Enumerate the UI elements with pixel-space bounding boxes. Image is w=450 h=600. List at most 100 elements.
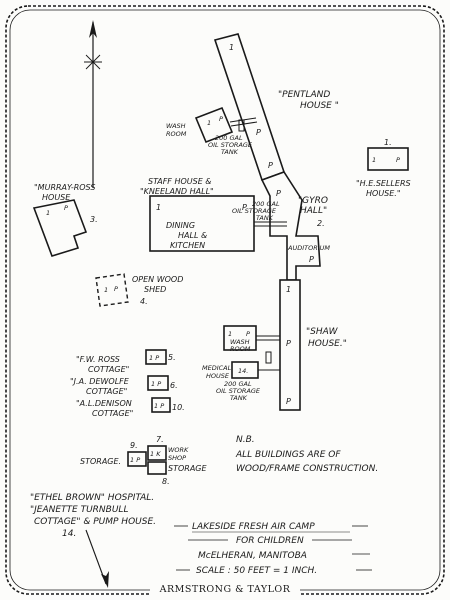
title-line-2: FOR CHILDREN: [236, 536, 304, 546]
fw-ross-number: 5.: [168, 353, 176, 362]
murray-letter-1: 1: [46, 209, 50, 217]
murray-label-2: HOUSE: [42, 193, 71, 202]
hospital-line-1: "ETHEL BROWN" HOSPITAL.: [30, 493, 154, 503]
hospital-line-2: "JEANETTE TURNBULL: [30, 505, 128, 515]
workshop-label-2: SHOP: [168, 454, 186, 462]
murray-label-1: "MURRAY-ROSS: [34, 183, 95, 192]
pentland-letter-1: 1: [229, 43, 234, 52]
storage-cluster: 1 P STORAGE. 9. 1 K 7. WORK SHOP STORAGE…: [80, 435, 207, 486]
sellers-letter-2: P: [396, 156, 400, 164]
tank-south-label-3: TANK: [230, 394, 248, 402]
tank-north-label-2: OIL STORAGE: [208, 141, 253, 149]
tank-north-label-1: 200 GAL: [215, 134, 243, 142]
oil-tank-south: 200 GAL OIL STORAGE TANK: [216, 351, 272, 402]
storage-east-number: 8.: [162, 477, 170, 486]
open-wood-shed: 1 P OPEN WOOD SHED 4.: [95, 273, 183, 307]
tank-south-label-2: OIL STORAGE: [216, 387, 261, 395]
gyro-label-1: "GYRO: [298, 196, 328, 206]
denison-number: 10.: [172, 403, 185, 412]
nb-label: N.B.: [236, 435, 255, 445]
hospital-number: 14.: [62, 529, 76, 539]
tank-mid-label-2: OIL STORAGE: [232, 207, 277, 215]
sellers-letter-1: 1: [372, 156, 376, 164]
gyro-letter-2: P: [309, 255, 314, 264]
wash-south-letter-2: P: [246, 330, 250, 338]
sellers-label-1: "H.E.SELLERS: [356, 179, 411, 188]
wash-room-north: 1 P WASH ROOM: [166, 106, 258, 144]
hospital-note: "ETHEL BROWN" HOSPITAL. "JEANETTE TURNBU…: [30, 493, 156, 539]
wash-room-south: 1 P WASH ROOM: [223, 325, 280, 353]
border-dashed: [5, 5, 445, 595]
storage-west-number: 9.: [130, 441, 138, 450]
wash-north-letter-1: 1: [207, 119, 211, 127]
shaw-label-1: "SHAW: [306, 327, 339, 337]
footer-mask: [150, 583, 300, 595]
border-inner: [9, 9, 441, 591]
shaw-letter-2: P: [286, 339, 291, 348]
oil-tank-north: 200 GAL OIL STORAGE TANK: [208, 119, 253, 156]
maker-mark: ARMSTRONG & TAYLOR: [159, 584, 291, 595]
fw-ross-letters: 1 P: [149, 354, 159, 362]
storage-east-label: STORAGE: [168, 464, 207, 473]
dewolfe-number: 6.: [170, 381, 178, 390]
wash-north-label-2: ROOM: [166, 130, 187, 138]
sellers-label-2: HOUSE.": [366, 189, 401, 198]
murray-letter-2: P: [64, 204, 68, 212]
staff-house-kneeland-hall: 1 P DINING HALL & KITCHEN STAFF HOUSE & …: [140, 177, 287, 252]
title-line-1: LAKESIDE FRESH AIR CAMP: [192, 522, 315, 532]
north-arrow-icon: [84, 20, 102, 188]
gyro-number: 2.: [317, 219, 325, 228]
medical-house: 14. MEDICAL HOUSE: [202, 361, 280, 380]
nb-note: N.B. ALL BUILDINGS ARE OF WOOD/FRAME CON…: [235, 435, 378, 474]
shed-label-2: SHED: [144, 285, 166, 294]
nb-line-1: ALL BUILDINGS ARE OF: [235, 450, 341, 460]
denison-letters: 1 P: [154, 402, 164, 410]
denison-cottage: 1 P 10. "A.L.DENISON COTTAGE": [76, 397, 185, 418]
sellers-number: 1.: [384, 138, 392, 147]
staff-label-2: "KNEELAND HALL": [140, 187, 214, 196]
gyro-label-2: HALL": [300, 206, 327, 216]
staff-letter-2: P: [242, 203, 247, 212]
shed-label-1: OPEN WOOD: [132, 275, 183, 284]
title-line-4: SCALE : 50 FEET = 1 INCH.: [196, 566, 317, 576]
shed-letter-1: 1: [104, 286, 108, 294]
pentland-house: 1 P P "PENTLAND HOUSE ": [213, 33, 339, 182]
pentland-label-1: "PENTLAND: [278, 90, 330, 100]
wash-south-letter-1: 1: [228, 330, 232, 338]
dewolfe-letters: 1 P: [151, 380, 161, 388]
medical-number: 14.: [238, 367, 248, 375]
denison-label-2: COTTAGE": [92, 409, 133, 418]
staff-letter-1: 1: [156, 203, 161, 212]
murray-number: 3.: [90, 215, 98, 224]
storage-west-letters: 1 P: [130, 456, 140, 464]
bottom-arrow-icon: [85, 529, 109, 588]
wash-south-label-2: ROOM: [230, 345, 251, 353]
wash-north-label-1: WASH: [166, 122, 186, 130]
storage-east-letters: 1 K: [150, 450, 161, 458]
dewolfe-cottage: 1 P 6. "J.A. DEWOLFE COTTAGE": [70, 375, 178, 396]
shaw-house: 1 P P "SHAW HOUSE.": [279, 279, 347, 411]
fw-ross-cottage: 1 P 5. "F.W. ROSS COTTAGE": [76, 349, 176, 374]
nb-line-2: WOOD/FRAME CONSTRUCTION.: [236, 464, 378, 474]
shed-number: 4.: [140, 297, 148, 306]
dewolfe-label-2: COTTAGE": [86, 387, 127, 396]
staff-label-1: STAFF HOUSE &: [148, 177, 212, 186]
denison-label-1: "A.L.DENISON: [76, 399, 132, 408]
title-line-3: McELHERAN, MANITOBA: [198, 551, 307, 561]
workshop-number: 7.: [156, 435, 164, 444]
wash-south-label-1: WASH: [230, 338, 250, 346]
pentland-letter-3: P: [268, 161, 273, 170]
gyro-hall: "GYRO HALL" 2. P P 1 AUDITORIUM: [260, 171, 330, 291]
shaw-letter-3: P: [286, 397, 291, 406]
tank-mid-label-1: 200 GAL: [252, 200, 280, 208]
oil-tank-mid: 200 GAL OIL STORAGE TANK: [232, 200, 280, 222]
medical-label-2: HOUSE: [206, 372, 230, 380]
tank-south-label-1: 200 GAL: [224, 380, 252, 388]
dewolfe-label-1: "J.A. DEWOLFE: [70, 377, 130, 386]
sellers-house: 1 P 1. "H.E.SELLERS HOUSE.": [356, 138, 411, 198]
wash-north-letter-2: P: [219, 115, 223, 123]
staff-inner-2: HALL &: [178, 231, 207, 240]
pentland-letter-2: P: [256, 128, 261, 137]
fw-ross-label-1: "F.W. ROSS: [76, 355, 120, 364]
